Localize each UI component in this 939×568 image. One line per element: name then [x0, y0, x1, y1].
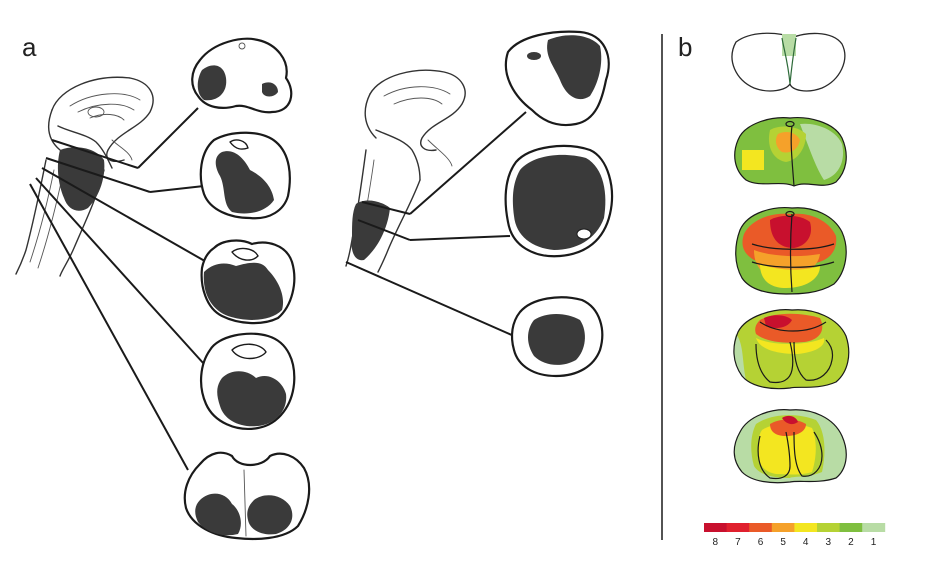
section-a3 [200, 239, 296, 325]
brainstem-sketch-right [345, 69, 466, 273]
section-a7 [504, 144, 614, 258]
section-a4 [200, 332, 296, 430]
scale-label: 8 [713, 537, 719, 548]
scale-swatch [749, 523, 773, 532]
heatmap-section-1 [731, 32, 846, 92]
scale-swatch [704, 523, 727, 532]
scale-swatch [771, 523, 795, 532]
scale-swatch [862, 523, 886, 532]
leader-lines-right [345, 111, 527, 337]
scale-label: 4 [803, 537, 809, 548]
section-a8 [510, 296, 604, 378]
heatmap-section-3 [735, 207, 847, 295]
scale-swatch [839, 523, 863, 532]
brainstem-sketch-left [15, 76, 154, 277]
heatmap-section-4 [733, 309, 850, 390]
scale-label: 2 [848, 537, 854, 548]
scale-swatch [726, 523, 750, 532]
panel-a-label: a [22, 32, 37, 62]
color-scale: 8 7 6 5 4 3 2 1 [704, 523, 886, 548]
section-a5 [183, 451, 311, 541]
scale-swatch [794, 523, 818, 532]
scale-label: 7 [735, 537, 741, 548]
section-a6 [504, 30, 610, 127]
section-a2 [199, 131, 291, 220]
scale-label: 3 [826, 537, 832, 548]
panel-b-label: b [678, 32, 692, 62]
leader-lines-left [29, 107, 211, 471]
heatmap-section-5 [733, 409, 847, 484]
scale-label: 1 [871, 537, 877, 548]
scale-label: 5 [780, 537, 786, 548]
section-a1 [191, 37, 293, 114]
scale-label: 6 [758, 537, 764, 548]
scale-swatch [817, 523, 840, 532]
heatmap-section-2 [734, 117, 847, 187]
